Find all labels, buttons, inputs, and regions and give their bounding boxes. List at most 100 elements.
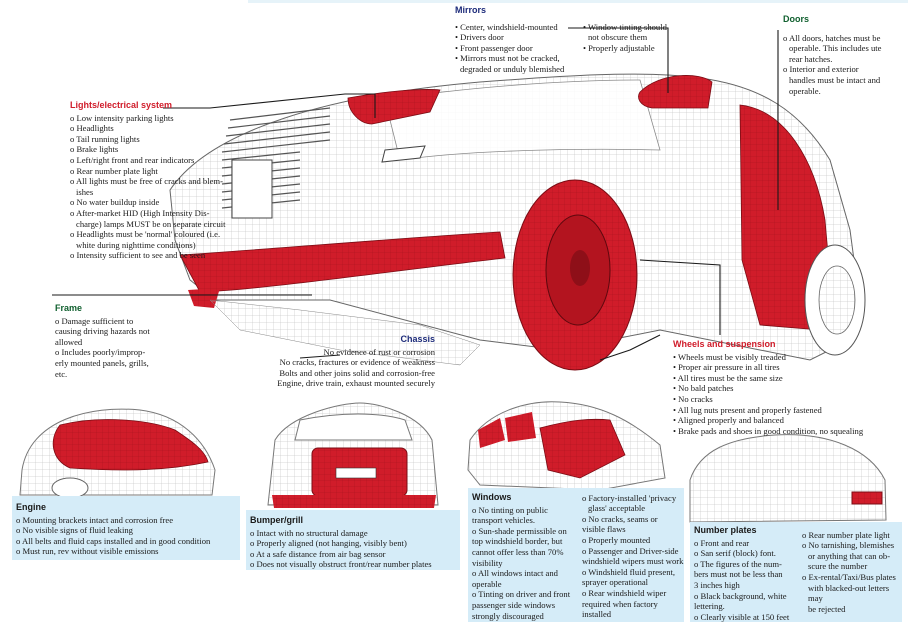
windows-title: Windows <box>472 492 512 502</box>
list-item: o Properly mounted <box>581 534 651 545</box>
list-item: bers must not be less than <box>694 569 783 580</box>
frame-list: o Damage sufficient to causing driving h… <box>55 316 175 380</box>
list-item: o Factory-installed 'privacy <box>581 492 677 503</box>
list-item: top windshield border, but <box>472 536 563 547</box>
plates-panel <box>690 522 902 622</box>
main-car <box>169 73 866 371</box>
list-item: 3 inches high <box>694 579 740 590</box>
list-item: o Interior and exterior <box>783 64 859 75</box>
list-item: • Window tinting should <box>583 21 667 32</box>
list-item: • No cracks <box>673 393 713 404</box>
list-item: charge) lamps MUST be on separate circui… <box>76 218 226 229</box>
list-item: allowed <box>55 336 83 347</box>
plates-col2: o Rear number plate light o No tarnishin… <box>802 530 902 623</box>
windows-col1: o No tinting on public transport vehicle… <box>472 505 578 622</box>
chassis-list: No evidence of rust or corrosion No crac… <box>270 347 435 389</box>
wheels-title: Wheels and suspension <box>673 339 776 349</box>
list-item: o All lights must be free of cracks and … <box>70 176 223 187</box>
list-item: o Headlights <box>70 123 114 134</box>
plates-car <box>689 434 887 523</box>
top-strip <box>248 0 908 3</box>
bumper-section: Bumper/grill o Intact with no structural… <box>250 515 460 570</box>
list-item: operable. This includes ute <box>789 43 882 54</box>
bumper-panel <box>246 510 460 570</box>
callout-lines <box>52 27 779 361</box>
mirrors-col2: • Window tinting should not obscure them… <box>583 22 683 75</box>
list-item: o The figures of the num- <box>694 558 782 569</box>
list-item: required when factory <box>581 598 658 609</box>
list-item: o Left/right front and rear indicators <box>70 154 195 165</box>
list-item: o Rear windshield wiper <box>581 587 667 598</box>
list-item: sprayer operational <box>581 577 649 588</box>
list-item: • Properly adjustable <box>583 42 655 53</box>
list-item: erly mounted panels, grills, <box>55 357 149 368</box>
list-item: • Mirrors must not be cracked, <box>455 53 560 64</box>
chassis-section: Chassis No evidence of rust or corrosion… <box>270 334 435 389</box>
mirrors-title: Mirrors <box>455 5 487 15</box>
lights-title: Lights/electrical system <box>70 100 173 110</box>
list-item: o San serif (block) font. <box>694 548 776 559</box>
list-item: No evidence of rust or corrosion <box>323 346 435 357</box>
list-item: o Mounting brackets intact and corrosion… <box>16 514 174 525</box>
list-item: Engine, drive train, exhaust mounted sec… <box>277 378 435 389</box>
doors-title: Doors <box>783 14 810 24</box>
bumper-car <box>267 402 439 508</box>
list-item: scure the number <box>808 561 868 572</box>
list-item: • Center, windshield-mounted <box>455 21 558 32</box>
list-item: with blacked-out letters may <box>808 582 890 604</box>
list-item: • Drivers door <box>455 32 504 43</box>
list-item: o All windows intact and <box>472 568 558 579</box>
list-item: o Black background, white <box>694 590 787 601</box>
mirrors-section: Mirrors • Center, windshield-mounted • D… <box>455 5 685 75</box>
list-item: o Properly aligned (not hanging, visibly… <box>250 538 407 549</box>
list-item: o Sun-shade permissible on <box>472 525 567 536</box>
list-item: lettering. <box>694 601 725 612</box>
list-item: • All tires must be the same size <box>673 372 783 383</box>
list-item: • Proper air pressure in all tires <box>673 362 780 373</box>
list-item: causing driving hazards not <box>55 326 150 337</box>
list-item: o Does not visually obstruct front/rear … <box>250 559 432 570</box>
list-item: o Must run, rev without visible emission… <box>16 546 159 557</box>
engine-car <box>19 408 216 499</box>
list-item: ishes <box>76 186 94 197</box>
list-item: cannot offer less than 70% <box>472 546 564 557</box>
list-item: o Brake lights <box>70 144 119 155</box>
list-item: o Passenger and Driver-side <box>581 545 679 556</box>
list-item: degraded or unduly blemished <box>460 63 565 74</box>
plates-title: Number plates <box>694 525 757 535</box>
list-item: o Damage sufficient to <box>55 315 134 326</box>
list-item: etc. <box>55 368 68 379</box>
list-item: o No visible signs of fluid leaking <box>16 525 133 536</box>
list-item: installed <box>581 609 612 620</box>
list-item: o No water buildup inside <box>70 197 160 208</box>
engine-section: Engine o Mounting brackets intact and co… <box>16 502 240 557</box>
list-item: passenger side windows <box>472 599 556 610</box>
list-item: o After-market HID (High Intensity Dis- <box>70 207 210 218</box>
lights-section: Lights/electrical system o Low intensity… <box>70 100 270 261</box>
list-item: o All doors, hatches must be <box>783 32 881 43</box>
list-item: visibility <box>472 557 503 568</box>
wheels-section: Wheels and suspension • Wheels must be v… <box>673 339 903 436</box>
list-item: o Tinting on driver and front <box>472 589 571 600</box>
frame-title: Frame <box>55 303 83 313</box>
list-item: be rejected <box>808 603 846 614</box>
list-item: o No tinting on public <box>472 504 548 515</box>
list-item: • Aligned properly and balanced <box>673 415 784 426</box>
list-item: o Front and rear <box>694 537 750 548</box>
list-item: o No tarnishing, blemishes <box>802 540 895 551</box>
list-item: o Clearly visible at 150 feet <box>694 611 790 622</box>
list-item: handles must be intact and <box>789 74 881 85</box>
list-item: visible flaws <box>581 524 626 535</box>
list-item: • Front passenger door <box>455 42 533 53</box>
list-item: o All belts and fluid caps installed and… <box>16 535 211 546</box>
list-item: o Includes poorly/improp- <box>55 347 146 358</box>
chassis-title: Chassis <box>400 334 435 344</box>
bumper-list: o Intact with no structural damage o Pro… <box>250 528 460 570</box>
list-item: o At a safe distance from air bag sensor <box>250 548 386 559</box>
doors-section: Doors o All doors, hatches must be opera… <box>783 14 903 96</box>
windows-col2: o Factory-installed 'privacy glass' acce… <box>582 493 684 622</box>
list-item: o Low intensity parking lights <box>70 112 174 123</box>
list-item: o Rear number plate light <box>70 165 158 176</box>
bumper-title: Bumper/grill <box>250 515 304 525</box>
